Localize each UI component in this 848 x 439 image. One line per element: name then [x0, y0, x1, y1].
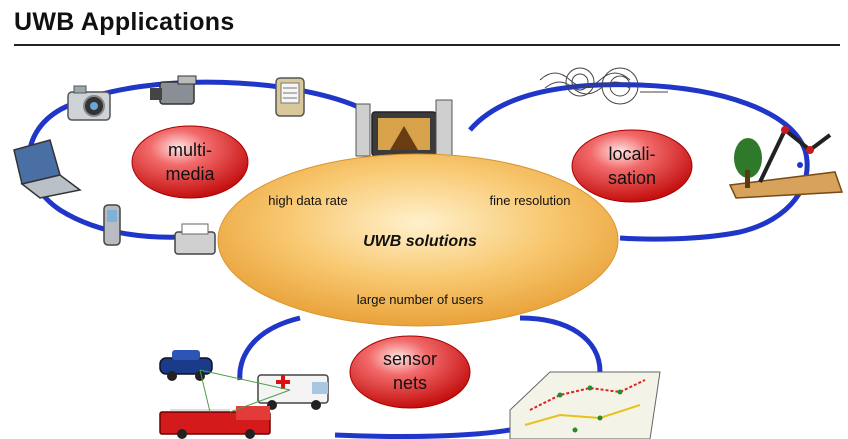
camcorder-icon: [150, 75, 197, 105]
bubble-multimedia-line1: multi-: [168, 140, 212, 160]
bubble-localisation-line2: sation: [608, 168, 656, 188]
bubble-multimedia: multi- media: [131, 125, 249, 199]
car-icon: [159, 350, 213, 381]
title-divider: [14, 44, 840, 46]
label-uwb-solutions: UWB solutions: [363, 233, 477, 250]
label-large-number-of-users: large number of users: [357, 292, 484, 307]
label-fine-resolution: fine resolution: [490, 193, 571, 208]
bubble-multimedia-line2: media: [165, 164, 215, 184]
radar-signal-icon: [539, 67, 668, 105]
sensor-links: [199, 369, 291, 413]
camera-icon: [67, 85, 111, 121]
sensor-map-icon: [509, 371, 661, 439]
laptop-icon: [13, 139, 82, 199]
bubble-sensor-nets: sensor nets: [349, 335, 471, 409]
ambulance-icon: [257, 374, 329, 410]
ring-localisation: [468, 82, 810, 242]
home-theater-icon: [355, 99, 453, 159]
bubble-sensor-line1: sensor: [383, 349, 437, 369]
bubble-sensor-line2: nets: [393, 373, 427, 393]
mobile-phone-icon: [103, 204, 121, 246]
pda-icon: [275, 77, 305, 117]
page-title: UWB Applications: [14, 8, 235, 36]
bubble-localisation-line1: locali-: [608, 144, 655, 164]
fire-truck-icon: [159, 406, 271, 439]
map-locator-icon: [728, 126, 844, 199]
printer-icon: [174, 223, 216, 255]
uwb-solutions-ellipse: [217, 153, 619, 327]
label-high-data-rate: high data rate: [268, 193, 348, 208]
bubble-localisation: locali- sation: [571, 129, 693, 203]
ring-sensor: [237, 315, 603, 439]
